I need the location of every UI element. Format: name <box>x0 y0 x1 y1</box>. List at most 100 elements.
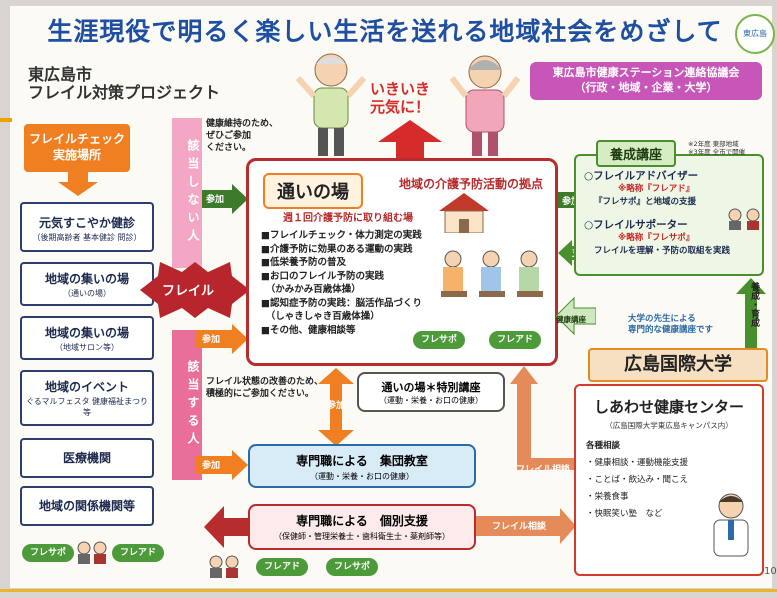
ys-line: ○フレイルアドバイザー <box>584 170 699 182</box>
frail-soudan-tag-2: フレイル相談 <box>516 465 571 475</box>
left-item-kankei: 地域の関係機関等 <box>20 486 154 526</box>
daigaku-note-line: 大学の先生による <box>628 314 696 324</box>
left-item-label: 医療機関 <box>62 451 111 465</box>
left-item-label: 地域の集いの場 <box>44 272 129 286</box>
ikiiki-line1: いきいき <box>370 80 431 98</box>
note-bottom: フレイル状態の改善のため、 積極的にご参加ください。 <box>206 376 323 400</box>
project-name: フレイル対策プロジェクト <box>28 83 221 102</box>
shudan-box: 専門職による 集団教室 （運動・栄養・お口の健康） <box>248 444 476 488</box>
note-line: 積極的にご参加ください。 <box>206 389 314 399</box>
house-icon <box>439 193 489 233</box>
bottom-line <box>0 589 777 592</box>
frail-burst-icon <box>140 262 250 318</box>
frail-soudan-arrow-icon <box>476 508 576 544</box>
kyoukai-line2: （行政・地域・企業・大学） <box>574 81 718 94</box>
frail-soudan-tag: フレイル相談 <box>492 522 547 532</box>
left-item-sub: （通いの場） <box>63 289 111 298</box>
sanka-tag-bottom: 参加 <box>202 461 221 471</box>
center-list-item: ・栄養食事 <box>586 492 629 502</box>
center-title: しあわせ健康センター <box>593 398 744 416</box>
kayoi-title: 通いの場 <box>263 173 363 209</box>
left-item-sub: ぐるマルフェスタ 健康福祉まつり等 <box>25 397 149 417</box>
orange-mark <box>0 118 12 122</box>
check-place-line1: フレイルチェック <box>28 132 125 146</box>
pill-fureado: フレアド <box>112 544 165 562</box>
daigaku-note-line: 専門的な健康講座です <box>628 325 714 335</box>
sanka-arrow-icon <box>196 324 248 354</box>
kayoi-list-item: ■低栄養予防の普及 <box>261 257 346 268</box>
pill-fureado: フレアド <box>256 558 309 576</box>
tokubetsu-box: 通いの場＊特別講座 （運動・栄養・お口の健康） <box>357 372 505 412</box>
kayoi-list-item: ■介護予防に効果のある運動の実践 <box>261 243 413 255</box>
left-item-label: 地域のイベント <box>44 380 129 394</box>
vbar-not-applicable: 該当しない人 <box>172 118 202 268</box>
kyoukai-box: 東広島市健康ステーション連絡協議会 （行政・地域・企業・大学） <box>530 62 762 100</box>
kyoukai-line1: 東広島市健康ステーション連絡協議会 <box>552 66 740 79</box>
page-title: 生涯現役で明るく楽しい生活を送れる地域社会をめざして <box>47 17 723 46</box>
frail-soudan-arrow-icon <box>510 366 590 476</box>
note-line: 健康維持のため、 <box>206 119 279 129</box>
left-item-kayoi: 地域の集いの場 （通いの場） <box>20 262 154 306</box>
kayoi-box: 通いの場 地域の介護予防活動の拠点 週１回介護予防に取り組む場 ■フレイルチェッ… <box>246 158 558 366</box>
tokubetsu-label: 通いの場＊特別講座 <box>381 381 481 394</box>
city-logo-icon: 東広島 <box>735 14 775 54</box>
university-title: 広島国際大学 <box>588 348 768 382</box>
shudan-sub: （運動・栄養・お口の健康） <box>310 472 414 481</box>
pill-furesapo: フレサポ <box>22 544 75 562</box>
pill-furesapo: フレサポ <box>326 558 379 576</box>
center-list-item: ・快眠笑い塾 など <box>586 509 663 519</box>
up-arrow-icon <box>378 120 442 160</box>
sanka-tag-top: 参加 <box>206 195 225 205</box>
kobetsu-sub: （保健師・管理栄養士・歯科衛生士・薬剤師等） <box>274 532 450 541</box>
left-arrow-icon <box>204 506 248 548</box>
exercise-people-icon <box>441 250 543 297</box>
note-top: 健康維持のため、 ぜひご参加 ください。 <box>206 118 278 154</box>
page-number: 10 <box>764 566 777 577</box>
ys-note-line: ※2年度 東部地域 <box>688 140 739 148</box>
sanka-tag-mid: 参加 <box>202 335 221 345</box>
center-list: 各種相談 ・健康相談・運動機能支援 ・ことば・飲込み・聞こえ ・栄養食事 ・快眠… <box>586 438 688 523</box>
doctor-icon <box>713 493 749 557</box>
kayoi-list-item: ■フレイルチェック・体力測定の実践 <box>261 230 422 241</box>
vbar-applicable: 該当する人 <box>172 330 202 480</box>
double-arrow-icon <box>318 368 354 446</box>
elderly-woman-icon <box>450 55 520 156</box>
up-arrow-icon <box>736 278 766 348</box>
ys-line: フレイルを理解・予防の取組を実践 <box>594 246 731 256</box>
ikiiki-line2: 元気に！ <box>370 98 431 116</box>
people-icon <box>209 555 239 578</box>
ys-line: ※略称『フレアド』 <box>618 184 695 194</box>
ys-line: 『フレサポ』と地域の支援 <box>594 197 697 207</box>
kobetsu-label: 専門職による 個別支援 <box>296 514 428 528</box>
people-icon <box>77 541 107 564</box>
shudan-label: 専門職による 集団教室 <box>296 454 428 468</box>
frail-label: フレイル <box>162 284 215 299</box>
seika-label: 養成・育成 <box>749 282 759 327</box>
note-line: フレイル状態の改善のため、 <box>206 377 324 387</box>
ikiiki-label: いきいき 元気に！ <box>370 80 430 116</box>
kayoi-list-item: （かみかみ百歳体操） <box>261 284 361 295</box>
kayoi-list: ■フレイルチェック・体力測定の実践 ■介護予防に効果のある運動の実践 ■低栄養予… <box>261 229 422 337</box>
sanka-tag-right: 参加 <box>562 197 581 207</box>
left-item-event: 地域のイベント ぐるマルフェスタ 健康福祉まつり等 <box>20 370 154 426</box>
left-item-sub: （後期高齢者 基本健診 問診） <box>32 233 142 242</box>
people-icon <box>728 208 760 230</box>
kayoi-list-item: ■認知症予防の実践：脳活作品づくり <box>261 297 422 309</box>
left-item-salon: 地域の集いの場 （地域サロン等） <box>20 316 154 360</box>
ys-line: ※略称『フレサポ』 <box>618 233 695 243</box>
youseikouza-head: 養成講座 <box>596 140 677 167</box>
note-line: ぜひご参加 <box>206 131 252 141</box>
left-item-label: 元気すこやか健診 <box>38 216 135 230</box>
kenkou-kouza-arrow-icon <box>556 296 596 336</box>
kayoi-week: 週１回介護予防に取り組む場 <box>283 213 413 224</box>
kayoi-list-item: ■その他、健康相談等 <box>261 324 356 336</box>
center-sub: （広島国際大学東広島キャンパス内） <box>605 421 733 430</box>
sanka-arrow-icon <box>202 184 248 214</box>
daigaku-note: 大学の先生による 専門的な健康講座です <box>628 314 713 336</box>
left-item-label: 地域の関係機関等 <box>38 499 135 513</box>
youseikouza-text: ○フレイルアドバイザー ※略称『フレアド』 『フレサポ』と地域の支援 ○フレイル… <box>584 170 730 258</box>
ys-note-line: ※3年度 全市で開催 <box>688 148 746 156</box>
youseikouza-box: 養成講座 ※2年度 東部地域 ※3年度 全市で開催 ○フレイルアドバイザー ※略… <box>574 140 764 276</box>
left-item-iryou: 医療機関 <box>20 438 154 478</box>
